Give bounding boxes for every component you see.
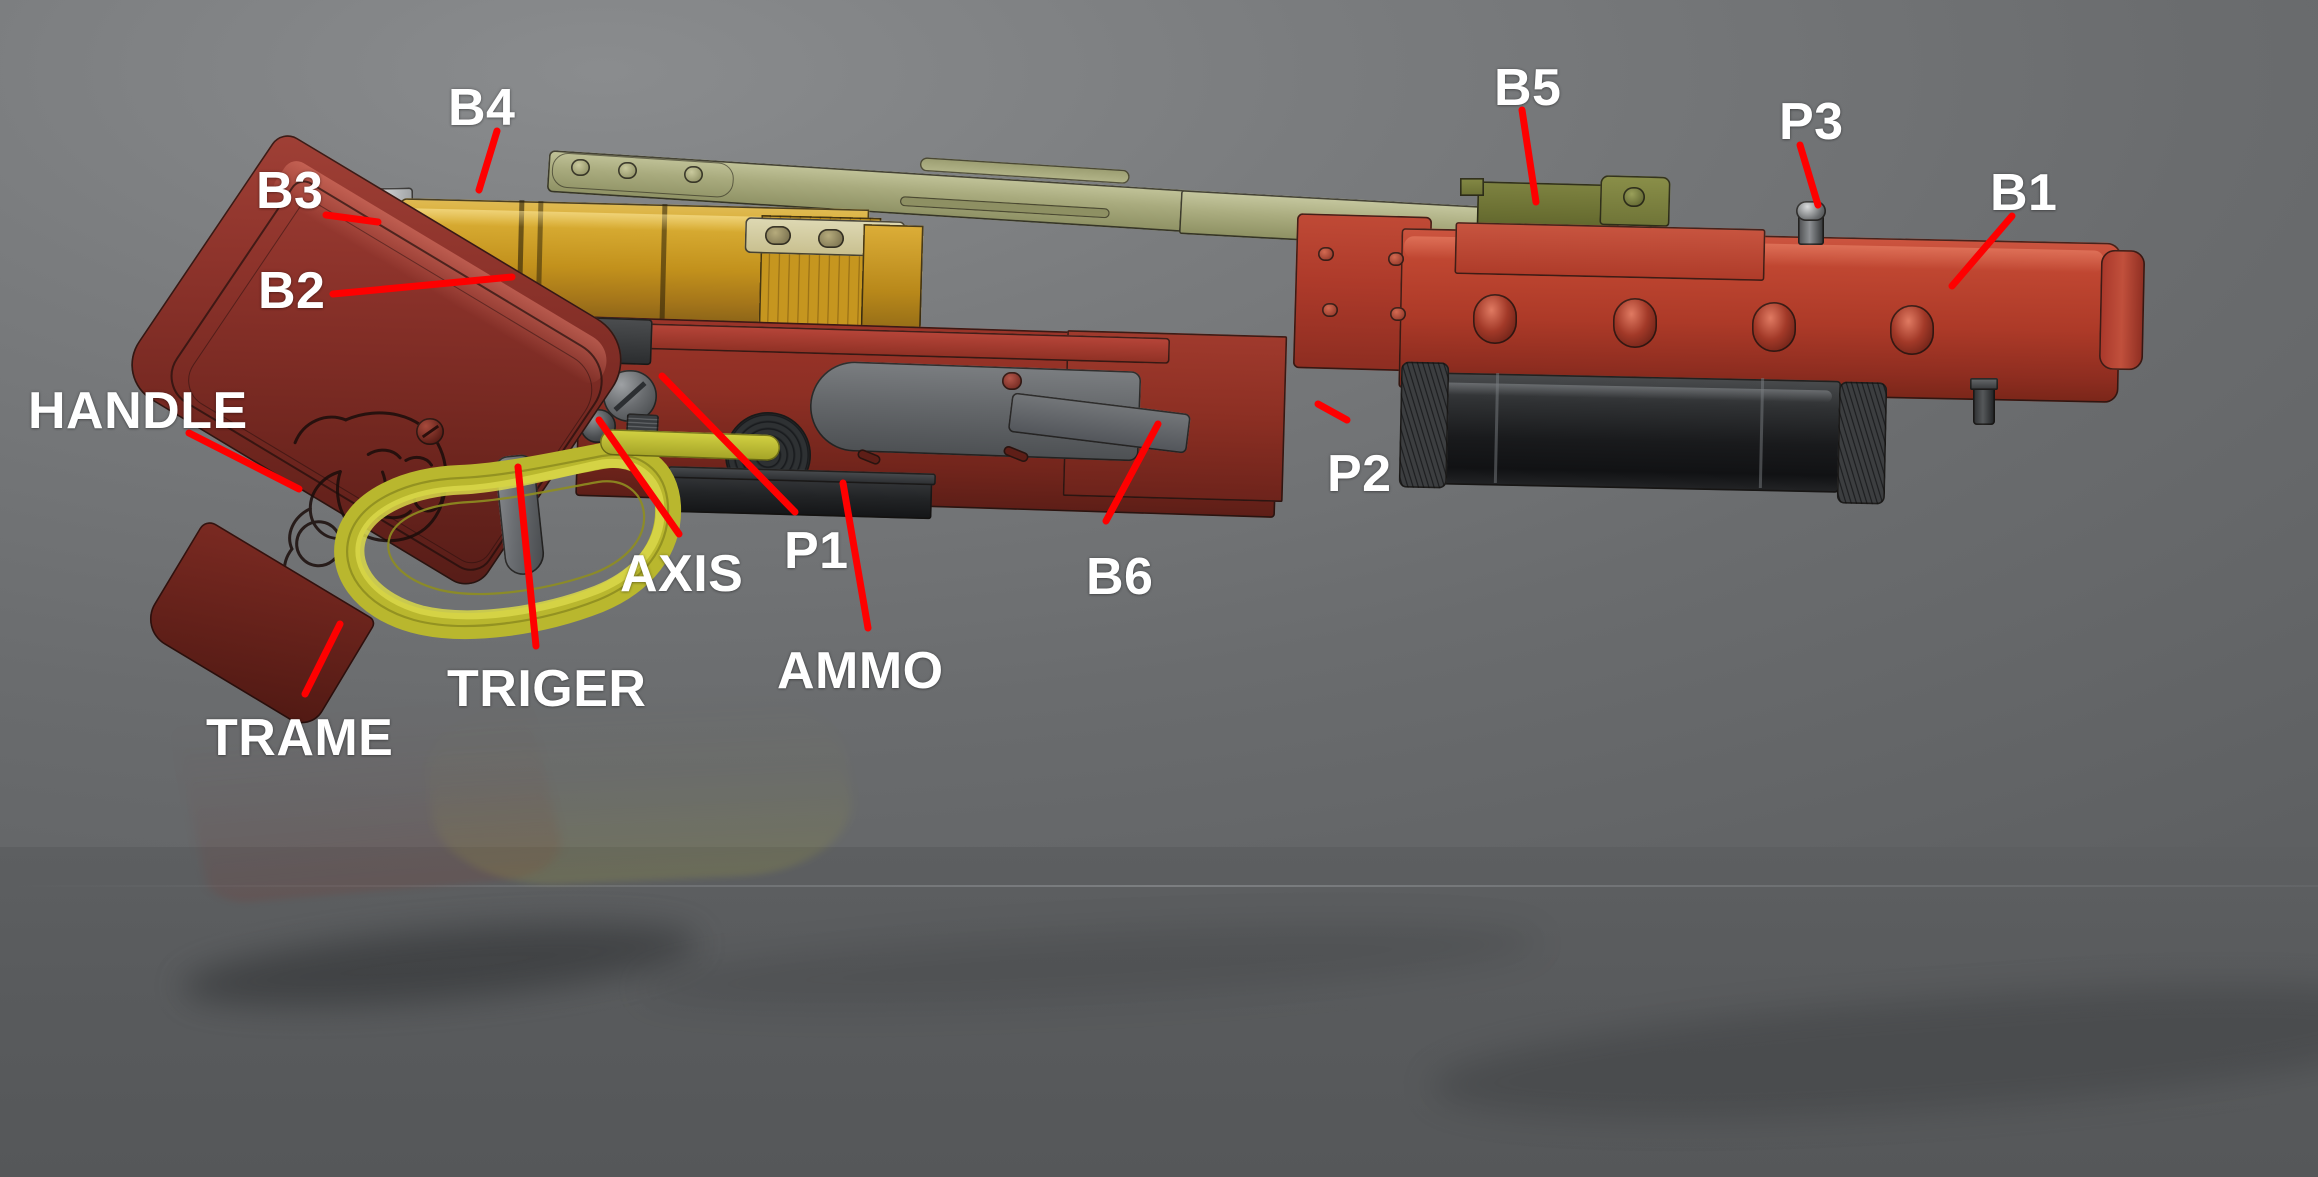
part-b4-screw-3 — [684, 166, 703, 183]
callout-label-b4: B4 — [448, 79, 516, 137]
part-p3-pin-head — [1796, 201, 1826, 221]
part-b1-bolt-2 — [1388, 252, 1404, 266]
part-b4-screw-1 — [571, 159, 590, 176]
part-b1-bolt-1 — [1318, 247, 1334, 261]
part-b6-knurl-front — [1398, 361, 1450, 489]
callout-label-b5: B5 — [1494, 59, 1562, 117]
part-b2-mount-hole-2 — [818, 229, 844, 248]
part-b2-barrel-rear — [860, 224, 924, 338]
part-p2-pin-collar — [1970, 378, 1998, 390]
callout-label-p2: P2 — [1327, 445, 1392, 503]
part-b5-tab — [1460, 178, 1484, 196]
callout-label-b1: B1 — [1990, 164, 2058, 222]
callout-label-ammo: AMMO — [777, 642, 944, 700]
callout-label-p1: P1 — [784, 522, 849, 580]
callout-label-axis: AXIS — [620, 545, 744, 603]
part-b5-pivot-hole — [1623, 187, 1645, 207]
callout-label-triger: TRIGER — [447, 660, 647, 718]
part-b1-port-4 — [1890, 305, 1934, 355]
floor-horizon-line — [0, 885, 2318, 887]
callout-label-trame: TRAME — [206, 709, 394, 767]
part-p2-pin — [1973, 385, 1995, 425]
callout-label-b2: B2 — [258, 262, 326, 320]
callout-label-b6: B6 — [1086, 548, 1154, 606]
part-b1-bolt-3 — [1322, 303, 1338, 317]
floor-plane — [0, 847, 2318, 1177]
part-b1-end-cap — [2098, 249, 2146, 371]
part-b1-port-1 — [1473, 294, 1517, 344]
part-b1-port-2 — [1613, 298, 1657, 348]
callout-label-handle: HANDLE — [28, 382, 248, 440]
callout-label-b3: B3 — [256, 162, 324, 220]
part-b4-screw-2 — [618, 162, 637, 179]
part-b6-knurl-rear — [1836, 381, 1888, 505]
part-b1-port-3 — [1752, 302, 1796, 352]
part-frame-hole-1 — [1002, 372, 1022, 390]
callout-label-p3: P3 — [1779, 93, 1844, 151]
part-b1-receiver-top-plate — [1454, 222, 1766, 282]
part-b2-mount-hole-1 — [765, 226, 791, 245]
part-b1-bolt-4 — [1390, 307, 1406, 321]
